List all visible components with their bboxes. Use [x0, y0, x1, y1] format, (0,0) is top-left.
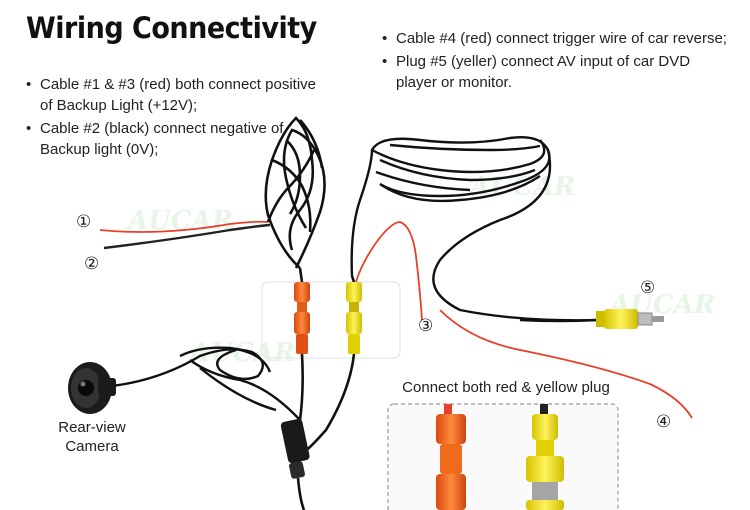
right-notes: Cable #4 (red) connect trigger wire of c… — [382, 28, 732, 95]
page-title: Wiring Connectivity — [26, 12, 317, 46]
camera-label-text: Rear-view Camera — [58, 419, 126, 455]
marker-3: ③ — [418, 316, 434, 336]
marker-5: ⑤ — [640, 278, 656, 298]
wire-down-left — [298, 353, 304, 421]
wire-to-bottom — [296, 477, 306, 510]
marker-2: ② — [84, 254, 100, 274]
note-cable-1-3: Cable #1 & #3 (red) both connect positiv… — [26, 74, 316, 116]
wire-black-to-orange — [298, 267, 304, 283]
wire-2-black — [103, 223, 271, 250]
wire-down-right — [303, 353, 356, 454]
inset-orange-plug — [436, 404, 466, 510]
camera-cable-coil — [111, 346, 301, 421]
note-plug-5: Plug #5 (yeller) connect AV input of car… — [382, 51, 732, 93]
inset-yellow-plug — [526, 404, 564, 510]
inset-caption: Connect both red & yellow plug — [402, 379, 610, 396]
wire-3-red — [355, 221, 423, 321]
inset-box — [387, 403, 619, 510]
marker-4: ④ — [656, 412, 672, 432]
camera-cable-connector — [280, 418, 310, 479]
wire-1-red — [99, 220, 269, 233]
plug-5-yellow — [596, 309, 664, 329]
left-notes: Cable #1 & #3 (red) both connect positiv… — [26, 74, 316, 162]
wire-4-red — [439, 309, 693, 419]
note-cable-2: Cable #2 (black) connect negative of Bac… — [26, 118, 316, 160]
wire-to-plug-5 — [519, 318, 599, 323]
small-cable-coil — [264, 116, 326, 269]
yellow-rca-plug — [346, 282, 362, 354]
wire-black-to-yellow — [350, 275, 356, 283]
large-cable-coil — [350, 136, 601, 322]
rear-view-camera — [68, 362, 116, 414]
camera-label: Rear-view Camera — [50, 418, 134, 456]
center-highlight-box — [261, 281, 401, 359]
marker-1: ① — [76, 212, 92, 232]
note-cable-4: Cable #4 (red) connect trigger wire of c… — [382, 28, 732, 49]
orange-rca-plug — [294, 282, 310, 354]
